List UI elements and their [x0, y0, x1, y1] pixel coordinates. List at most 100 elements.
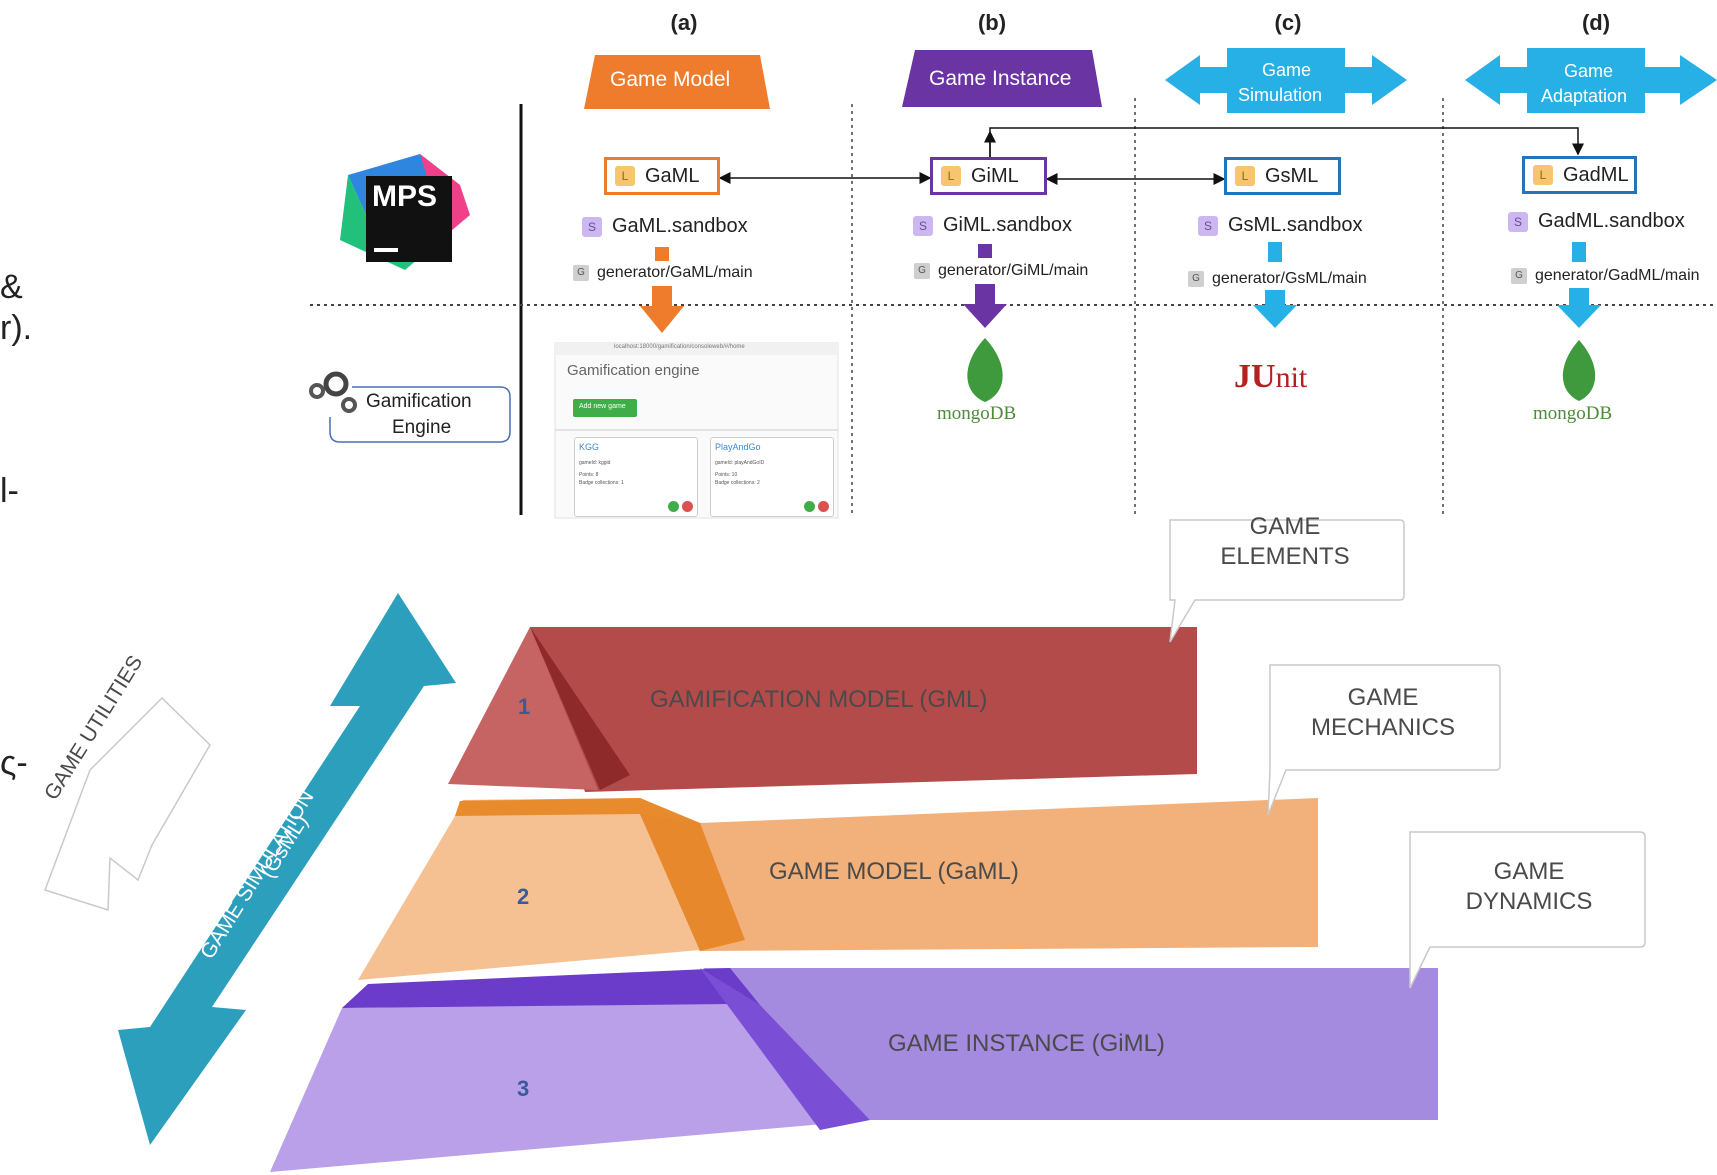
gadml-stub	[1572, 242, 1586, 262]
layer-2-side	[640, 814, 745, 951]
layer-3-band	[703, 968, 1438, 1120]
game-model-header-shape	[584, 55, 770, 109]
gsml-box: L GsML	[1224, 157, 1341, 195]
gadml-down-arrow	[1557, 288, 1601, 328]
giml-gadml-connector	[989, 127, 1584, 157]
gadml-sandbox: S GadML.sandbox	[1508, 210, 1685, 233]
callout-mechanics-line2: MECHANICS	[1310, 714, 1455, 741]
gaml-generator: G generator/GaML/main	[573, 264, 753, 282]
gsml-stub	[1268, 242, 1282, 262]
col-d-letter: (d)	[1581, 10, 1611, 35]
gear-icon-medium	[341, 397, 357, 413]
layer-2-front	[358, 814, 700, 980]
gear-icon-large	[323, 371, 349, 397]
card-badges: Badge collections: 1	[579, 480, 624, 486]
gaml-down-arrow	[640, 286, 684, 333]
gsml-generator: G generator/GsML/main	[1188, 270, 1367, 288]
giml-sandbox-label: GiML.sandbox	[943, 214, 1072, 236]
gaml-generator-label: generator/GaML/main	[597, 264, 753, 281]
giml-label: GiML	[971, 164, 1019, 187]
engine-label-1: Gamification	[366, 391, 472, 412]
callout-mechanics-line1: GAME	[1347, 684, 1419, 711]
callout-elements-line2: ELEMENTS	[1220, 543, 1350, 570]
game-adaptation-header-arrow	[1465, 48, 1717, 113]
callout-elements-line1: GAME	[1249, 513, 1321, 540]
screenshot-title: Gamification engine	[567, 362, 700, 379]
callout-utilities	[44, 696, 211, 912]
gaml-label: GaML	[645, 164, 700, 187]
game-simulation-title-2: Simulation	[1238, 85, 1323, 105]
language-badge: L	[941, 166, 961, 186]
mps-logo-text: MPS	[372, 180, 438, 213]
language-badge: L	[1235, 166, 1255, 186]
gsml-down-arrow	[1253, 290, 1297, 328]
layer-1-number: 1	[518, 694, 531, 719]
add-game-button-shape	[573, 399, 637, 417]
delete-icon	[682, 501, 693, 512]
callout-dynamics-line1: GAME	[1493, 858, 1565, 885]
game-adaptation-title-1: Game	[1564, 61, 1614, 81]
mongodb-label-2: mongoDB	[1533, 403, 1613, 424]
mps-logo: MPS	[366, 176, 452, 262]
giml-generator-label: generator/GiML/main	[938, 262, 1089, 279]
layer-1-band	[530, 627, 1197, 792]
card-name: KGG	[579, 442, 600, 452]
layer-2-label: GAME MODEL (GaML)	[769, 858, 1019, 885]
card-badges: Badge collections: 2	[715, 480, 760, 486]
side-text-3: l-	[0, 472, 19, 510]
gaml-sandbox: S GaML.sandbox	[582, 215, 748, 238]
engine-label-2: Engine	[392, 417, 452, 438]
engine-bracket	[329, 386, 511, 443]
col-b-letter: (b)	[977, 10, 1007, 35]
gaml-sandbox-label: GaML.sandbox	[612, 215, 748, 237]
language-badge: L	[615, 166, 635, 186]
gadml-label: GadML	[1563, 163, 1629, 186]
mps-logo-underscore	[374, 248, 398, 252]
gadml-generator: G generator/GadML/main	[1511, 267, 1700, 285]
gaml-box: L GaML	[604, 157, 720, 195]
gsml-generator-label: generator/GsML/main	[1212, 270, 1367, 287]
card-gameid: gameId: kggid	[579, 460, 611, 466]
side-text-4: ς-	[0, 744, 28, 782]
callout-dynamics	[1409, 831, 1646, 989]
gsml-label: GsML	[1265, 164, 1319, 187]
giml-sandbox: S GiML.sandbox	[913, 214, 1072, 237]
gadml-generator-label: generator/GadML/main	[1535, 267, 1700, 284]
layer-3-side	[700, 968, 870, 1130]
col-a-letter: (a)	[670, 10, 698, 35]
layer-3-label: GAME INSTANCE (GiML)	[888, 1030, 1165, 1057]
game-simulation-header-arrow	[1165, 48, 1407, 113]
layer-2-number: 2	[517, 884, 530, 909]
mongodb-leaf-icon	[967, 338, 1003, 402]
junit-logo-ju: JU	[1234, 358, 1276, 395]
giml-down-arrow	[963, 284, 1007, 328]
layer-1-label: GAMIFICATION MODEL (GML)	[650, 686, 988, 713]
edit-icon	[804, 501, 815, 512]
layer-3-front	[270, 1004, 870, 1172]
callout-mechanics	[1267, 664, 1501, 816]
add-game-button: Add new game	[579, 403, 626, 410]
mongodb-label: mongoDB	[937, 403, 1017, 424]
game-instance-header-shape	[902, 50, 1102, 107]
edit-icon	[668, 501, 679, 512]
screenshot-urlbar	[555, 343, 838, 355]
junit-logo-nit: nit	[1275, 361, 1308, 394]
giml-box: L GiML	[930, 157, 1047, 195]
generator-badge: G	[1511, 268, 1527, 284]
card-points: Points: 8	[579, 472, 599, 478]
col-c-letter: (c)	[1274, 10, 1302, 35]
game-instance-title: Game Instance	[929, 67, 1072, 90]
callout-dynamics-line2: DYNAMICS	[1465, 888, 1593, 915]
generator-badge: G	[914, 263, 930, 279]
side-text-2: r).	[0, 309, 33, 347]
mongodb-leaf-icon-2	[1562, 340, 1596, 401]
gear-icon-small	[309, 383, 325, 399]
gsml-sandbox: S GsML.sandbox	[1198, 214, 1363, 237]
utilities-double-arrow	[118, 593, 456, 1145]
callout-elements	[1169, 519, 1405, 643]
layer-3-number: 3	[517, 1076, 530, 1101]
game-adaptation-title-2: Adaptation	[1541, 86, 1628, 106]
generator-badge: G	[1188, 271, 1204, 287]
callout-elements-text: GAME ELEMENTS	[1195, 512, 1375, 572]
